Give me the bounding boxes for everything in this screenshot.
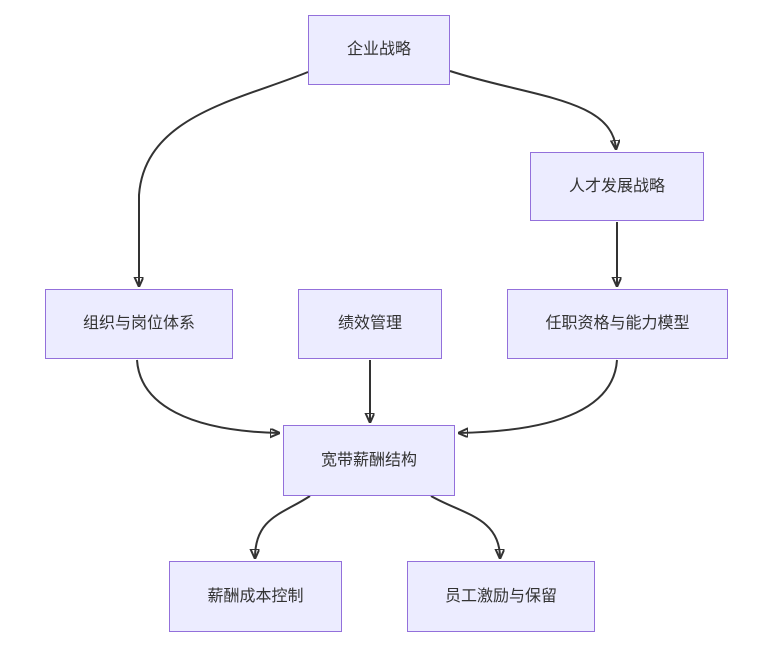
edge-broadband-salary-structure-to-employee-incentive xyxy=(430,495,500,558)
edge-org-and-position-system-to-broadband-salary-structure xyxy=(136,359,279,433)
node-qualification-and-competency-model: 任职资格与能力模型 xyxy=(507,289,728,359)
node-enterprise-strategy: 企业战略 xyxy=(308,15,450,85)
node-label: 企业战略 xyxy=(346,41,411,59)
edge-broadband-salary-structure-to-salary-cost-control xyxy=(255,495,311,558)
node-org-and-position-system: 组织与岗位体系 xyxy=(45,289,233,359)
node-performance-management: 绩效管理 xyxy=(298,289,442,359)
node-broadband-salary-structure: 宽带薪酬结构 xyxy=(283,425,455,496)
node-talent-development-strategy: 人才发展战略 xyxy=(530,152,704,221)
edge-enterprise-strategy-to-org-and-position-system xyxy=(139,71,309,286)
node-label: 任职资格与能力模型 xyxy=(545,315,690,333)
edge-enterprise-strategy-to-talent-development-strategy xyxy=(449,70,616,149)
node-label: 绩效管理 xyxy=(337,315,402,333)
node-label: 组织与岗位体系 xyxy=(82,315,195,333)
node-label: 宽带薪酬结构 xyxy=(320,451,417,469)
node-label: 薪酬成本控制 xyxy=(207,587,304,605)
edge-qualification-model-to-broadband-salary-structure xyxy=(459,359,618,433)
node-salary-cost-control: 薪酬成本控制 xyxy=(169,561,342,632)
node-label: 人才发展战略 xyxy=(568,177,665,195)
node-employee-incentive-and-retention: 员工激励与保留 xyxy=(407,561,595,632)
node-label: 员工激励与保留 xyxy=(444,587,557,605)
